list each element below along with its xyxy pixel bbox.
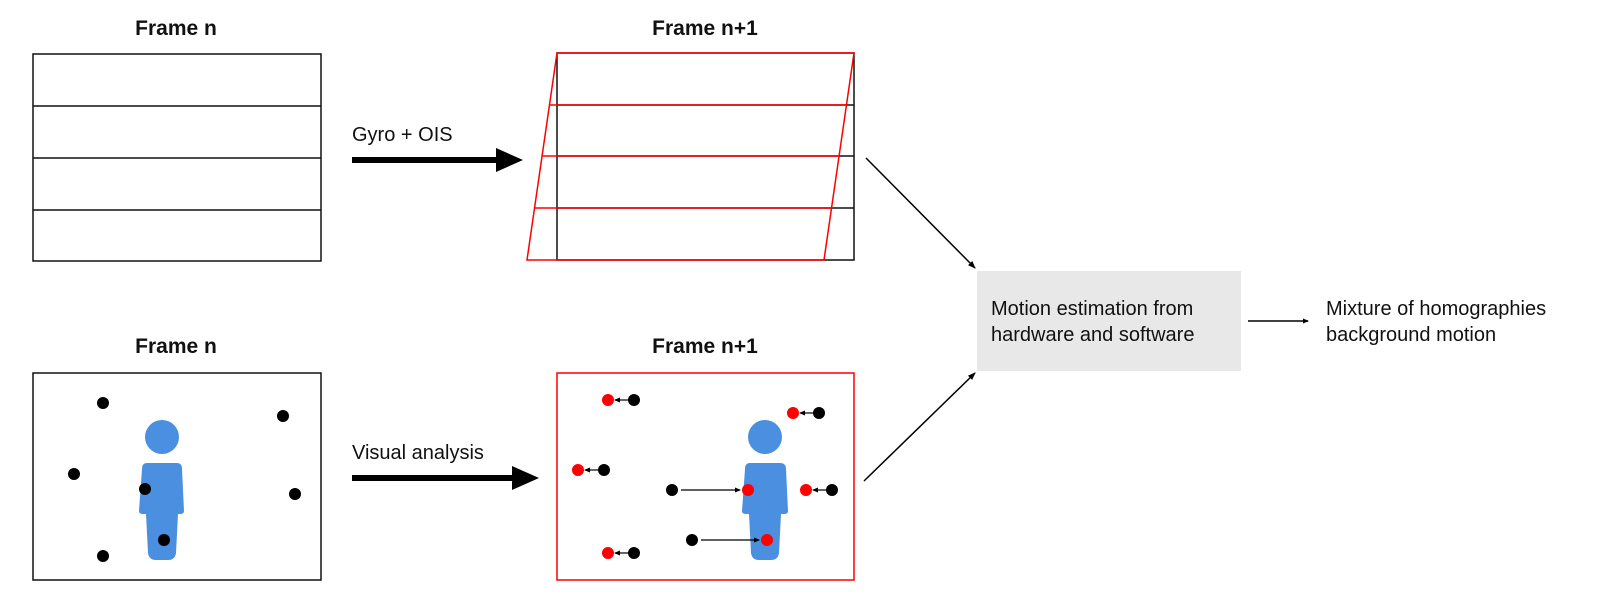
moved-point xyxy=(761,534,773,546)
feature-point xyxy=(598,464,610,476)
output-line-1: Mixture of homographies xyxy=(1326,298,1546,320)
bottom-frame-n xyxy=(32,372,322,581)
moved-point xyxy=(602,547,614,559)
person-head xyxy=(748,420,782,454)
moved-point xyxy=(787,407,799,419)
output-line-2: background motion xyxy=(1326,324,1496,346)
motion-vector xyxy=(572,464,610,476)
warped-frame-outline xyxy=(526,52,855,261)
feature-point xyxy=(686,534,698,546)
moved-point xyxy=(572,464,584,476)
top-frame-n-title: Frame n xyxy=(135,17,217,40)
motion-estimation-line-1: Motion estimation from xyxy=(991,298,1193,320)
motion-vector xyxy=(800,484,838,496)
visual-analysis-label: Visual analysis xyxy=(352,442,484,464)
person-head xyxy=(145,420,179,454)
motion-estimation-line-2: hardware and software xyxy=(991,324,1194,346)
feature-point xyxy=(97,550,109,562)
visual-analysis-arrow-head xyxy=(512,466,539,490)
motion-estimation-box-bg xyxy=(977,271,1241,371)
feature-point xyxy=(277,410,289,422)
gyro-ois-arrow xyxy=(352,148,523,172)
feature-points xyxy=(68,397,301,562)
feature-point xyxy=(97,397,109,409)
software-to-estimation-arrow xyxy=(863,372,976,482)
bottom-frame-n1-title: Frame n+1 xyxy=(652,335,758,358)
feature-point xyxy=(813,407,825,419)
top-frame-n xyxy=(32,53,322,262)
motion-vector xyxy=(602,394,640,406)
top-frame-n1-title: Frame n+1 xyxy=(652,17,758,40)
top-frame-n1 xyxy=(526,52,855,261)
feature-point xyxy=(628,547,640,559)
bottom-frame-n1-border xyxy=(556,372,855,581)
gyro-ois-label: Gyro + OIS xyxy=(352,124,453,146)
motion-vector xyxy=(602,547,640,559)
person-body xyxy=(742,463,788,560)
gyro-ois-arrow-head xyxy=(496,148,523,172)
feature-point xyxy=(666,484,678,496)
motion-vector xyxy=(787,407,825,419)
feature-point xyxy=(289,488,301,500)
moved-point xyxy=(602,394,614,406)
person-icon xyxy=(742,420,788,560)
feature-point xyxy=(139,483,151,495)
bottom-frame-n-title: Frame n xyxy=(135,335,217,358)
moved-point xyxy=(800,484,812,496)
motion-vector-subject xyxy=(686,534,773,546)
feature-point xyxy=(158,534,170,546)
feature-point xyxy=(826,484,838,496)
motion-vector-subject xyxy=(666,484,754,496)
visual-analysis-arrow xyxy=(352,466,539,490)
feature-point xyxy=(628,394,640,406)
motion-estimation-box: Motion estimation from hardware and soft… xyxy=(977,271,1241,371)
hardware-to-estimation-arrow xyxy=(865,157,976,269)
moved-point xyxy=(742,484,754,496)
feature-point xyxy=(68,468,80,480)
bottom-frame-n1 xyxy=(556,372,855,581)
